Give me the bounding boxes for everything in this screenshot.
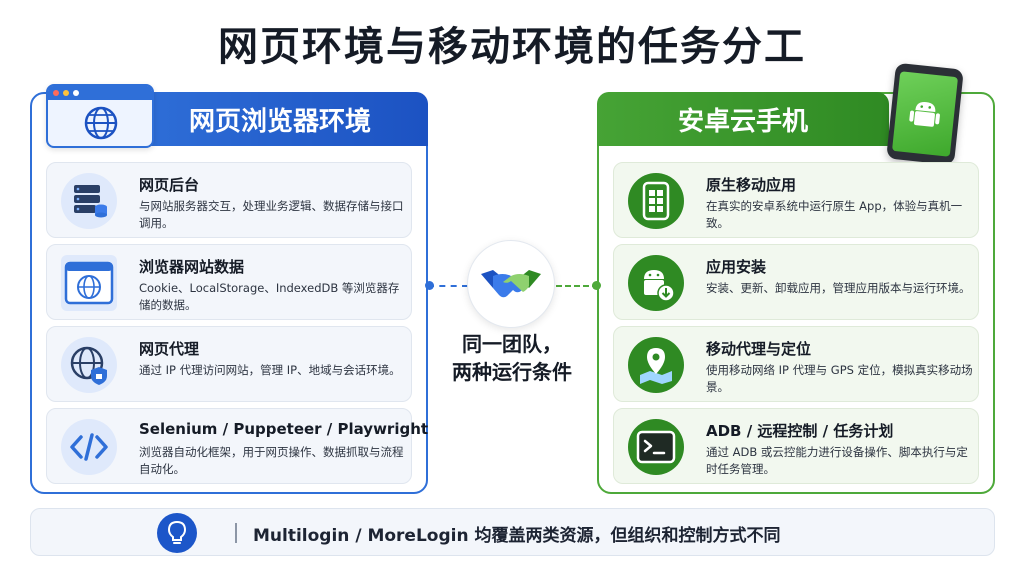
- card-desc: 安装、更新、卸载应用，管理应用版本与运行环境。: [706, 281, 971, 295]
- map-pin-icon: [628, 337, 684, 393]
- code-icon: [61, 419, 117, 475]
- android-download-icon: [628, 255, 684, 311]
- center-caption: 同一团队， 两种运行条件: [430, 330, 594, 386]
- globe-icon: [84, 106, 118, 140]
- connector-dot-left: [425, 281, 434, 290]
- android-icon: [909, 101, 940, 127]
- browser-window-icon: [46, 84, 154, 148]
- card-title: 应用安装: [706, 258, 767, 276]
- card-title: 浏览器网站数据: [139, 258, 245, 276]
- browser-data-card: 浏览器网站数据 Cookie、LocalStorage、IndexedDB 等浏…: [46, 244, 412, 320]
- phone-apps-icon: [628, 173, 684, 229]
- terminal-icon: [628, 419, 684, 475]
- footer-note: Multilogin / MoreLogin 均覆盖两类资源，但组织和控制方式不…: [30, 508, 995, 556]
- web-backend-card: 网页后台 与网站服务器交互，处理业务逻辑、数据存储与接口调用。: [46, 162, 412, 238]
- card-title: ADB / 远程控制 / 任务计划: [706, 422, 894, 440]
- card-desc: 通过 IP 代理访问网站，管理 IP、地域与会话环境。: [139, 363, 401, 377]
- card-desc: 浏览器自动化框架，用于网页操作、数据抓取与流程自动化。: [139, 445, 404, 476]
- card-desc: 使用移动网络 IP 代理与 GPS 定位，模拟真实移动场景。: [706, 363, 973, 394]
- card-title: 网页代理: [139, 340, 200, 358]
- card-title: 移动代理与定位: [706, 340, 812, 358]
- card-title: Selenium / Puppeteer / Playwright: [139, 420, 429, 438]
- android-phone-icon: [886, 62, 964, 166]
- server-icon: [61, 173, 117, 229]
- card-desc: 通过 ADB 或云控能力进行设备操作、脚本执行与定时任务管理。: [706, 445, 968, 476]
- web-panel-heading: 网页浏览器环境: [132, 92, 428, 146]
- connector-dot-right: [592, 281, 601, 290]
- card-title: 原生移动应用: [706, 176, 797, 194]
- adb-remote-card: ADB / 远程控制 / 任务计划 通过 ADB 或云控能力进行设备操作、脚本执…: [613, 408, 979, 484]
- handshake-icon: [467, 240, 555, 328]
- connector-left: [428, 285, 468, 287]
- center-caption-line2: 两种运行条件: [452, 360, 572, 384]
- center-caption-line1: 同一团队，: [462, 332, 562, 356]
- card-desc: 与网站服务器交互，处理业务逻辑、数据存储与接口调用。: [139, 199, 404, 230]
- android-cloud-phone-panel: 安卓云手机 原生移动应用 在真实的安卓系统中运行原生 App，体验与真机一致。: [597, 62, 995, 494]
- automation-framework-card: Selenium / Puppeteer / Playwright 浏览器自动化…: [46, 408, 428, 484]
- page-title: 网页环境与移动环境的任务分工: [218, 24, 806, 70]
- web-browser-panel: 网页浏览器环境 网页后台 与网站服务器: [30, 84, 428, 494]
- connector-right: [556, 285, 598, 287]
- globe-shield-icon: [61, 337, 117, 393]
- app-install-card: 应用安装 安装、更新、卸载应用，管理应用版本与运行环境。: [613, 244, 979, 320]
- android-panel-heading: 安卓云手机: [597, 92, 889, 146]
- card-title: 网页后台: [139, 176, 200, 194]
- mobile-proxy-location-card: 移动代理与定位 使用移动网络 IP 代理与 GPS 定位，模拟真实移动场景。: [613, 326, 979, 402]
- footer-text: Multilogin / MoreLogin 均覆盖两类资源，但组织和控制方式不…: [253, 526, 781, 546]
- card-desc: Cookie、LocalStorage、IndexedDB 等浏览器存储的数据。: [139, 281, 400, 312]
- card-desc: 在真实的安卓系统中运行原生 App，体验与真机一致。: [706, 199, 963, 230]
- footer-separator: [235, 523, 237, 543]
- web-proxy-card: 网页代理 通过 IP 代理访问网站，管理 IP、地域与会话环境。: [46, 326, 412, 402]
- lightbulb-icon: [157, 513, 197, 553]
- native-app-card: 原生移动应用 在真实的安卓系统中运行原生 App，体验与真机一致。: [613, 162, 979, 238]
- browser-globe-icon: [61, 255, 117, 311]
